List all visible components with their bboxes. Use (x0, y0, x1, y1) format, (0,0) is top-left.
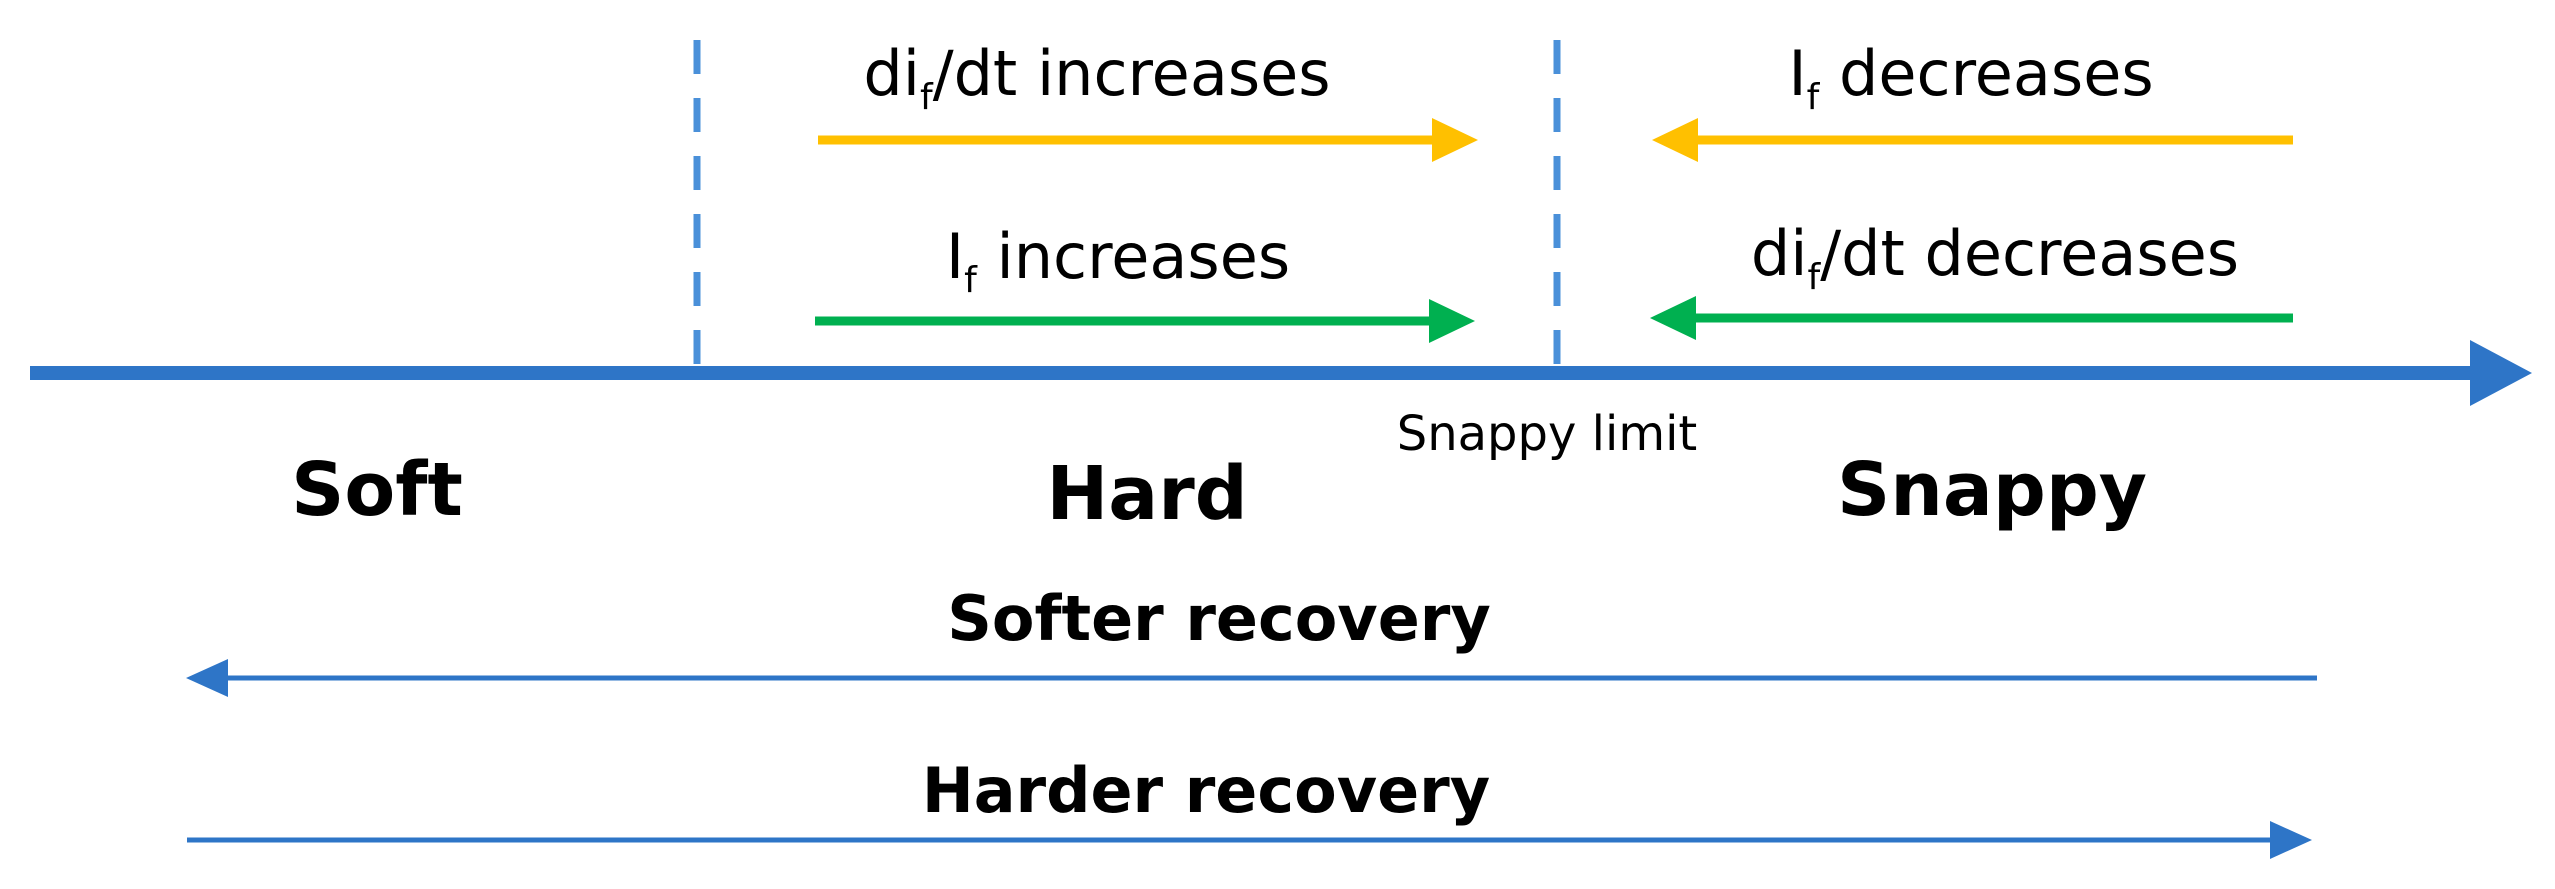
label-snappy-bottom: dif/dt decreases (1751, 217, 2239, 298)
region-hard: Hard (1046, 451, 1247, 537)
arrow-snappy-bottom (1650, 296, 2293, 340)
arrow-snappy-top (1652, 118, 2293, 162)
label-hard-top: dif/dt increases (863, 37, 1330, 118)
snappy-limit-label: Snappy limit (1397, 406, 1698, 462)
main-axis (30, 340, 2532, 406)
main-axis-arrowhead (2470, 340, 2532, 406)
arrow-softer (186, 659, 2317, 697)
label-hard-bottom: If increases (946, 220, 1290, 301)
region-soft: Soft (291, 447, 463, 533)
trend-softer-label: Softer recovery (947, 582, 1491, 655)
label-snappy-top: If decreases (1788, 37, 2153, 118)
arrow-harder (187, 821, 2312, 859)
arrow-hard-bottom (815, 299, 1475, 343)
arrow-hard-top (818, 118, 1478, 162)
region-snappy: Snappy (1837, 447, 2147, 533)
trend-harder-label: Harder recovery (922, 754, 1490, 827)
